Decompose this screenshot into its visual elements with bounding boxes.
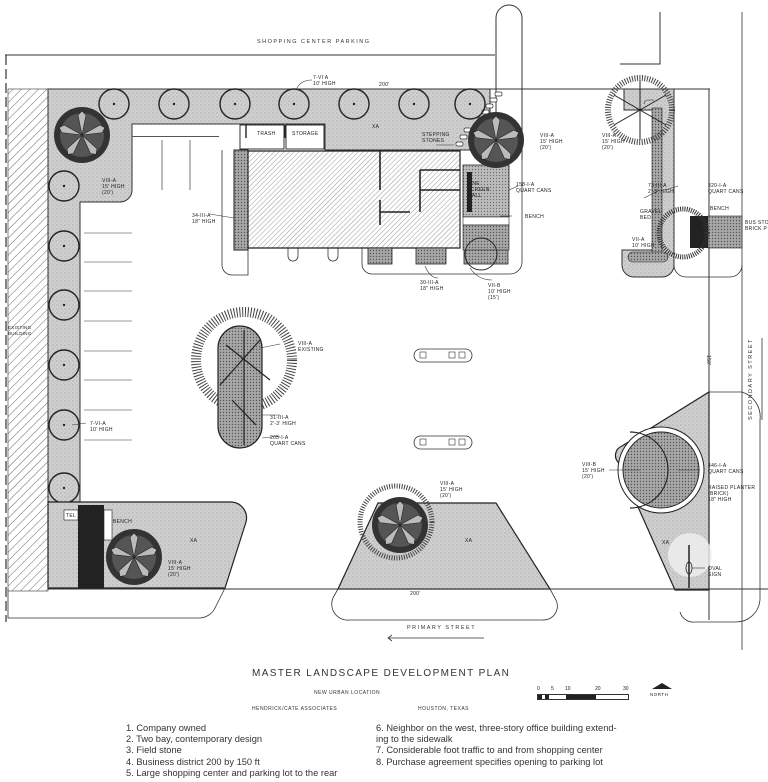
note-item: 3. Field stone xyxy=(126,745,182,756)
street-label-primary-street: PRIMARY STREET xyxy=(407,625,477,631)
west-neighbor-building xyxy=(8,89,48,591)
dimension-bottom: 200' xyxy=(410,591,421,597)
label-top-trees: 7-VI A 10' HIGH xyxy=(313,75,336,87)
label-quart-cans-158: 158-I-A QUART CANS xyxy=(516,182,552,194)
label-far-ne-tree: VIII-A 15' HIGH (20') xyxy=(602,133,625,151)
north-arrow-icon xyxy=(652,683,672,689)
note-item: 4. Business district 200 by 150 ft xyxy=(126,756,260,767)
label-south-tree: VIII-A 15' HIGH (20') xyxy=(440,481,463,499)
note-item: 2. Two bay, contemporary design xyxy=(126,734,263,745)
label-tel: TEL xyxy=(66,513,77,519)
label-nw-tree: VIII-A 15' HIGH (20') xyxy=(102,178,125,196)
label-quart-cans-446: 446-I-A QUART CANS xyxy=(708,463,744,475)
label-bench-1: BENCH xyxy=(525,214,545,220)
plan-title: MASTER LANDSCAPE DEVELOPMENT PLAN xyxy=(252,668,511,679)
label-gravel-bed: GRAVEL BED xyxy=(640,209,662,221)
note-item: 6. Neighbor on the west, three-story off… xyxy=(376,723,617,733)
label-west-trees: 7-VI-A 10' HIGH xyxy=(90,421,113,433)
street-label-secondary-street: SECONDARY STREET xyxy=(748,338,754,420)
label-bus-stop: BUS STOP BRICK P xyxy=(745,220,768,232)
label-hedge-73: 73-III-A 2'-3' HIGH xyxy=(648,183,675,195)
dimension-right: 150' xyxy=(705,355,711,366)
label-ne-tree: VIII-A 15' HIGH (20') xyxy=(540,133,563,151)
label-vii-a-tree: VII-A 10' HIGH xyxy=(632,237,655,249)
plan-subtitle: NEW URBAN LOCATION xyxy=(314,690,381,696)
note-item: 8. Purchase agreement specifies opening … xyxy=(376,756,603,767)
label-south-xa: XA xyxy=(465,538,473,544)
label-se-xa: XA xyxy=(662,540,670,546)
north-label: NORTH xyxy=(650,692,669,697)
scale-bar: 0 5 10 20 30 xyxy=(537,686,647,708)
label-hedge-west: 34-III-A 18" HIGH xyxy=(192,213,216,225)
scale-tick: 5 xyxy=(551,686,554,692)
firm-location: HOUSTON, TEXAS xyxy=(418,706,469,712)
note-item: 5. Large shopping center and parking lot… xyxy=(126,767,338,778)
label-hedge-31: 31-III-A 2'-3' HIGH xyxy=(270,415,297,427)
label-se-tree: VIII-B 15' HIGH (20') xyxy=(582,462,605,480)
label-sw-tree: VIII-A 15' HIGH (20') xyxy=(168,560,191,578)
scale-tick: 10 xyxy=(565,686,571,692)
label-hedge-front: 30-III-A 18" HIGH xyxy=(420,280,444,292)
site-plan-drawing xyxy=(5,4,768,650)
notes-left: 1. Company owned 2. Two bay, contemporar… xyxy=(126,723,337,779)
label-raised-planter: RAISED PLANTER (BRICK) 18" HIGH xyxy=(708,485,756,503)
label-pine-screen: PINE SCREEN WALL xyxy=(467,181,490,199)
notes-right: 6. Neighbor on the west, three-story off… xyxy=(376,723,617,768)
label-top-xa: XA xyxy=(372,124,380,130)
trash-enclosure-label: TRASH xyxy=(257,131,276,137)
scale-tick: 0 xyxy=(537,686,540,692)
scale-tick: 20 xyxy=(595,686,601,692)
label-existing-tree: VIII-A EXISTING xyxy=(298,341,324,353)
label-vii-b-tree: VII-B 10' HIGH (15') xyxy=(488,283,511,301)
west-neighbor-label: EXISTING BUILDING xyxy=(8,325,32,336)
street-label-shopping-center-parking: SHOPPING CENTER PARKING xyxy=(257,39,371,45)
dimension-top: 200' xyxy=(379,82,390,88)
label-bench-2: BENCH xyxy=(710,206,730,212)
label-oval-sign: OVAL SIGN xyxy=(708,566,723,578)
label-sw-xa: XA xyxy=(190,538,198,544)
label-bench-3: BENCH xyxy=(113,519,133,525)
north-arrow: NORTH xyxy=(650,683,674,703)
note-item: 1. Company owned xyxy=(126,723,207,733)
label-quart-cans-205: 205-I-A QUART CANS xyxy=(270,435,306,447)
storage-room-label: STORAGE xyxy=(292,131,319,137)
firm-name: HENDRICK/CATE ASSOCIATES xyxy=(252,706,338,712)
note-item: 7. Considerable foot traffic to and from… xyxy=(376,745,603,756)
scale-tick: 30 xyxy=(623,686,629,692)
note-item: ing to the sidewalk xyxy=(376,734,453,745)
label-quart-cans-320: 320-I-A QUART CANS xyxy=(708,183,744,195)
label-stepping-stones: STEPPING STONES xyxy=(422,132,450,144)
